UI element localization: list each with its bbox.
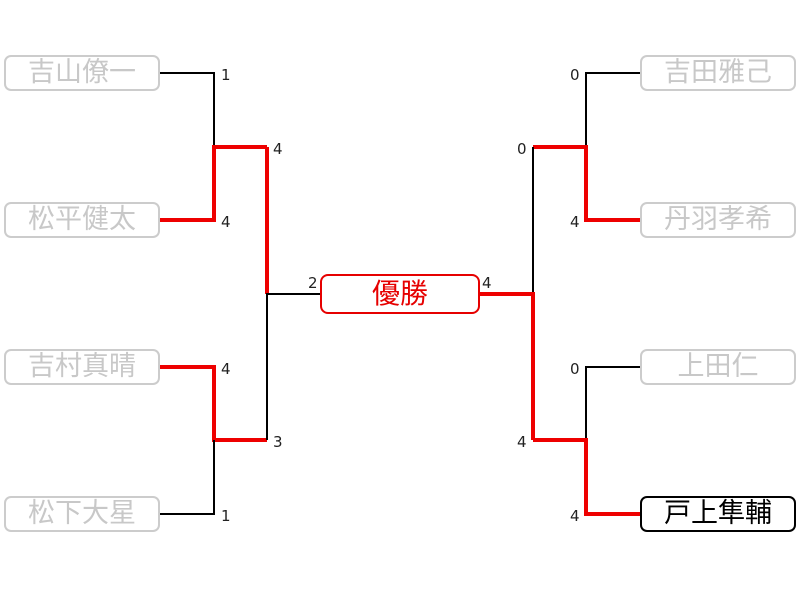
- champion-box: 戸上隼輔: [640, 496, 796, 532]
- score-r1m2-top: 4: [221, 360, 231, 378]
- score-r1m4-bottom: 4: [570, 507, 580, 525]
- bracket-line-r1m4-top: [585, 366, 640, 440]
- score-r1m3-top: 0: [570, 66, 580, 84]
- score-r1m3-bottom: 4: [570, 213, 580, 231]
- bracket-line-r1m1-bottom-win: [160, 145, 267, 222]
- score-sf-left-bottom: 3: [273, 433, 283, 451]
- score-r1m1-top: 1: [221, 66, 231, 84]
- score-final-right: 4: [482, 274, 492, 292]
- final-label-box: 優勝: [320, 274, 480, 314]
- player-box-p5: 吉田雅己: [640, 55, 796, 91]
- bracket-line-r1m1-top: [160, 72, 215, 147]
- score-final-left: 2: [308, 274, 318, 292]
- score-r1m1-bottom: 4: [221, 213, 231, 231]
- player-box-p3: 吉村真晴: [4, 349, 160, 385]
- player-box-p1: 吉山僚一: [4, 55, 160, 91]
- player-box-p2: 松平健太: [4, 202, 160, 238]
- score-r1m4-top: 0: [570, 360, 580, 378]
- bracket-line-r1m2-top-win: [160, 365, 267, 442]
- bracket-line-r1m3-top: [585, 72, 640, 147]
- score-r1m2-bottom: 1: [221, 507, 231, 525]
- bracket-line-r1m2-bottom: [160, 440, 215, 515]
- player-box-p6: 丹羽孝希: [640, 202, 796, 238]
- score-sf-right-bottom: 4: [517, 433, 527, 451]
- player-box-p4: 松下大星: [4, 496, 160, 532]
- player-box-p7: 上田仁: [640, 349, 796, 385]
- bracket-line-r1m3-bottom-win: [533, 145, 640, 222]
- score-sf-left-top: 4: [273, 140, 283, 158]
- bracket-line-sf-left-bottom: [266, 293, 320, 440]
- bracket-line-r1m4-bottom-win: [533, 438, 640, 516]
- bracket-line-sf-right-bottom-win: [480, 292, 535, 440]
- score-sf-right-top: 0: [517, 140, 527, 158]
